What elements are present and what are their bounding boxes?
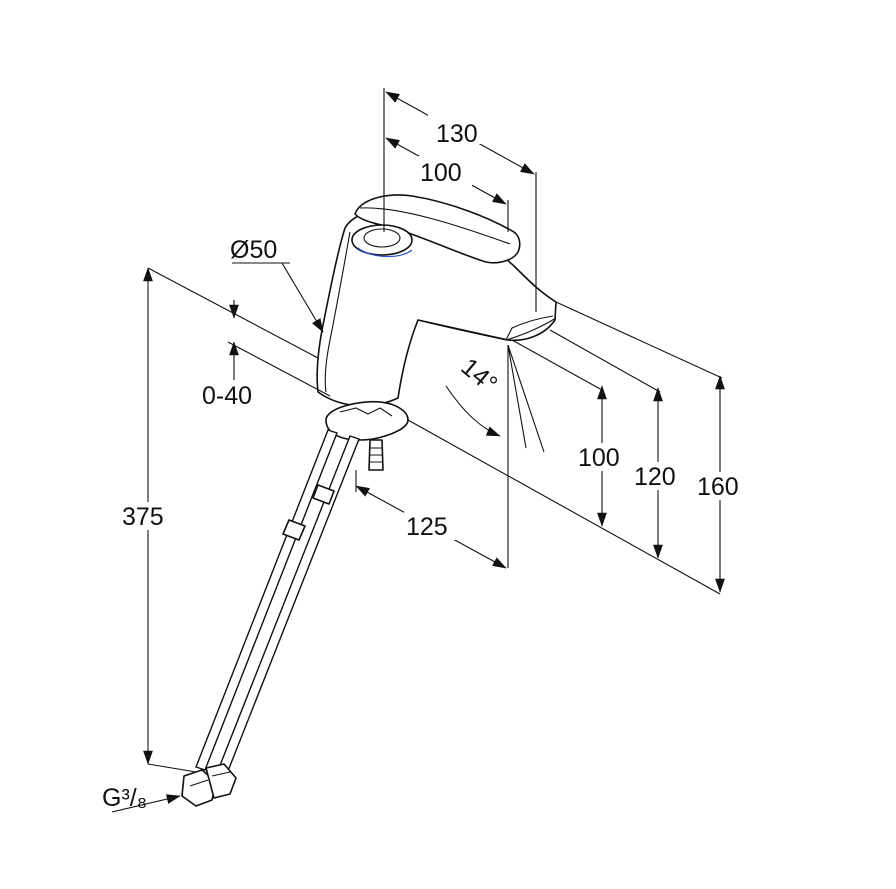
spout-outlet-rim [505,315,554,341]
dim-14-arc [445,385,501,437]
dimension-labels: 130 100 Ø50 0-40 14° 100 120 160 125 375… [102,114,748,812]
supply-hose-left [195,429,338,771]
supply-hoses [181,429,360,807]
cap-highlight [357,247,413,258]
dim-100-right-label: 100 [578,444,620,472]
fitting-nut-lines [189,771,231,787]
dim-120-label: 120 [634,463,676,491]
dim-0-40-label: 0-40 [202,382,252,410]
dim-130-label: 130 [436,120,478,148]
body-contour [324,231,351,393]
dim-d50-leader [281,262,324,333]
stud-threads [369,447,383,463]
dim-100-top-label: 100 [420,159,462,187]
dim-g38-leader [111,794,181,813]
cartridge-cap-inner [363,228,401,248]
spout-outlet [417,317,557,341]
mounting-base-detail [339,407,393,417]
dim-375-label: 375 [122,503,164,531]
faucet-body [316,194,557,471]
hose-crimp-middle [282,519,306,541]
mounting-base [325,400,409,441]
dim-14-label: 14° [456,353,503,399]
thread-g38-label: G³/₈ [102,784,147,812]
lever-handle-edge [359,207,511,245]
dim-160-label: 160 [697,473,739,501]
hose-crimp-upper [312,484,335,505]
dim-d50-label: Ø50 [230,236,277,264]
g38-connection-fitting [181,769,217,807]
dim-125-label: 125 [406,513,448,541]
supply-hose-right [216,435,360,777]
